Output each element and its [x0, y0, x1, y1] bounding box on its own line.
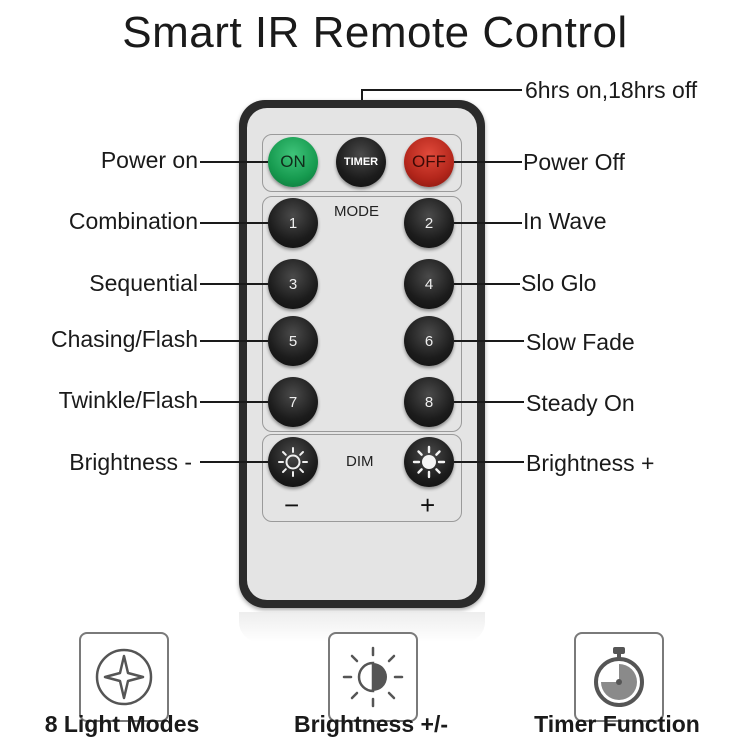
label-twinkle-flash: Twinkle/Flash — [58, 387, 198, 413]
leader-power-off — [454, 161, 522, 163]
label-power-off: Power Off — [523, 149, 625, 175]
plus-sign: + — [420, 490, 436, 520]
sparkle-star-icon — [95, 648, 153, 706]
leader-twinkle-flash — [200, 401, 268, 403]
brightness-up-button[interactable] — [404, 437, 454, 487]
label-brightness-minus: Brightness - — [69, 449, 192, 475]
label-combination: Combination — [68, 208, 198, 234]
on-button[interactable]: ON — [268, 137, 318, 187]
label-steady-on: Steady On — [526, 390, 635, 416]
timer-leader-h — [362, 89, 522, 91]
mode-5-button[interactable]: 5 — [268, 316, 318, 366]
power-panel — [262, 134, 462, 192]
mode-2-button[interactable]: 2 — [404, 198, 454, 248]
mode-7-button[interactable]: 7 — [268, 377, 318, 427]
mode-4-button[interactable]: 4 — [404, 259, 454, 309]
leader-brightness-minus — [200, 461, 268, 463]
leader-steady-on — [454, 401, 524, 403]
dim-header: DIM — [346, 453, 374, 470]
brightness-down-button[interactable] — [268, 437, 318, 487]
mode-1-button[interactable]: 1 — [268, 198, 318, 248]
label-slo-glo: Slo Glo — [521, 270, 597, 296]
mode-3-button[interactable]: 3 — [268, 259, 318, 309]
label-slow-fade: Slow Fade — [526, 329, 635, 355]
feature-timer-box — [574, 632, 664, 722]
feature-modes-label: 8 Light Modes — [44, 711, 200, 737]
sun-filled-icon — [412, 445, 446, 479]
stopwatch-icon — [594, 647, 644, 707]
feature-brightness-label: Brightness +/- — [293, 711, 448, 737]
leader-combination — [200, 222, 268, 224]
label-in-wave: In Wave — [523, 208, 607, 234]
leader-in-wave — [454, 222, 522, 224]
dim-panel — [262, 434, 462, 522]
sun-outline-icon — [278, 447, 308, 477]
mode-6-button[interactable]: 6 — [404, 316, 454, 366]
leader-power-on — [200, 161, 268, 163]
mode-8-button[interactable]: 8 — [404, 377, 454, 427]
feature-brightness-box — [328, 632, 418, 722]
leader-sequential — [200, 283, 268, 285]
leader-slo-glo — [454, 283, 520, 285]
brightness-half-sun-icon — [342, 646, 404, 708]
feature-timer-label: Timer Function — [534, 711, 700, 737]
mode-panel — [262, 196, 462, 432]
page-title: Smart IR Remote Control — [122, 8, 628, 57]
feature-modes-box — [79, 632, 169, 722]
label-sequential: Sequential — [89, 270, 198, 296]
mode-header: MODE — [334, 203, 379, 220]
leader-brightness-plus — [454, 461, 524, 463]
label-power-on: Power on — [100, 147, 198, 173]
timer-button[interactable]: TIMER — [336, 137, 386, 187]
off-button[interactable]: OFF — [404, 137, 454, 187]
label-brightness-plus: Brightness + — [526, 450, 655, 476]
label-chasing-flash: Chasing/Flash — [50, 326, 198, 352]
minus-sign: − — [284, 490, 300, 520]
leader-slow-fade — [454, 340, 524, 342]
leader-chasing-flash — [200, 340, 268, 342]
timer-note: 6hrs on,18hrs off — [525, 77, 698, 103]
remote-body — [239, 100, 485, 608]
